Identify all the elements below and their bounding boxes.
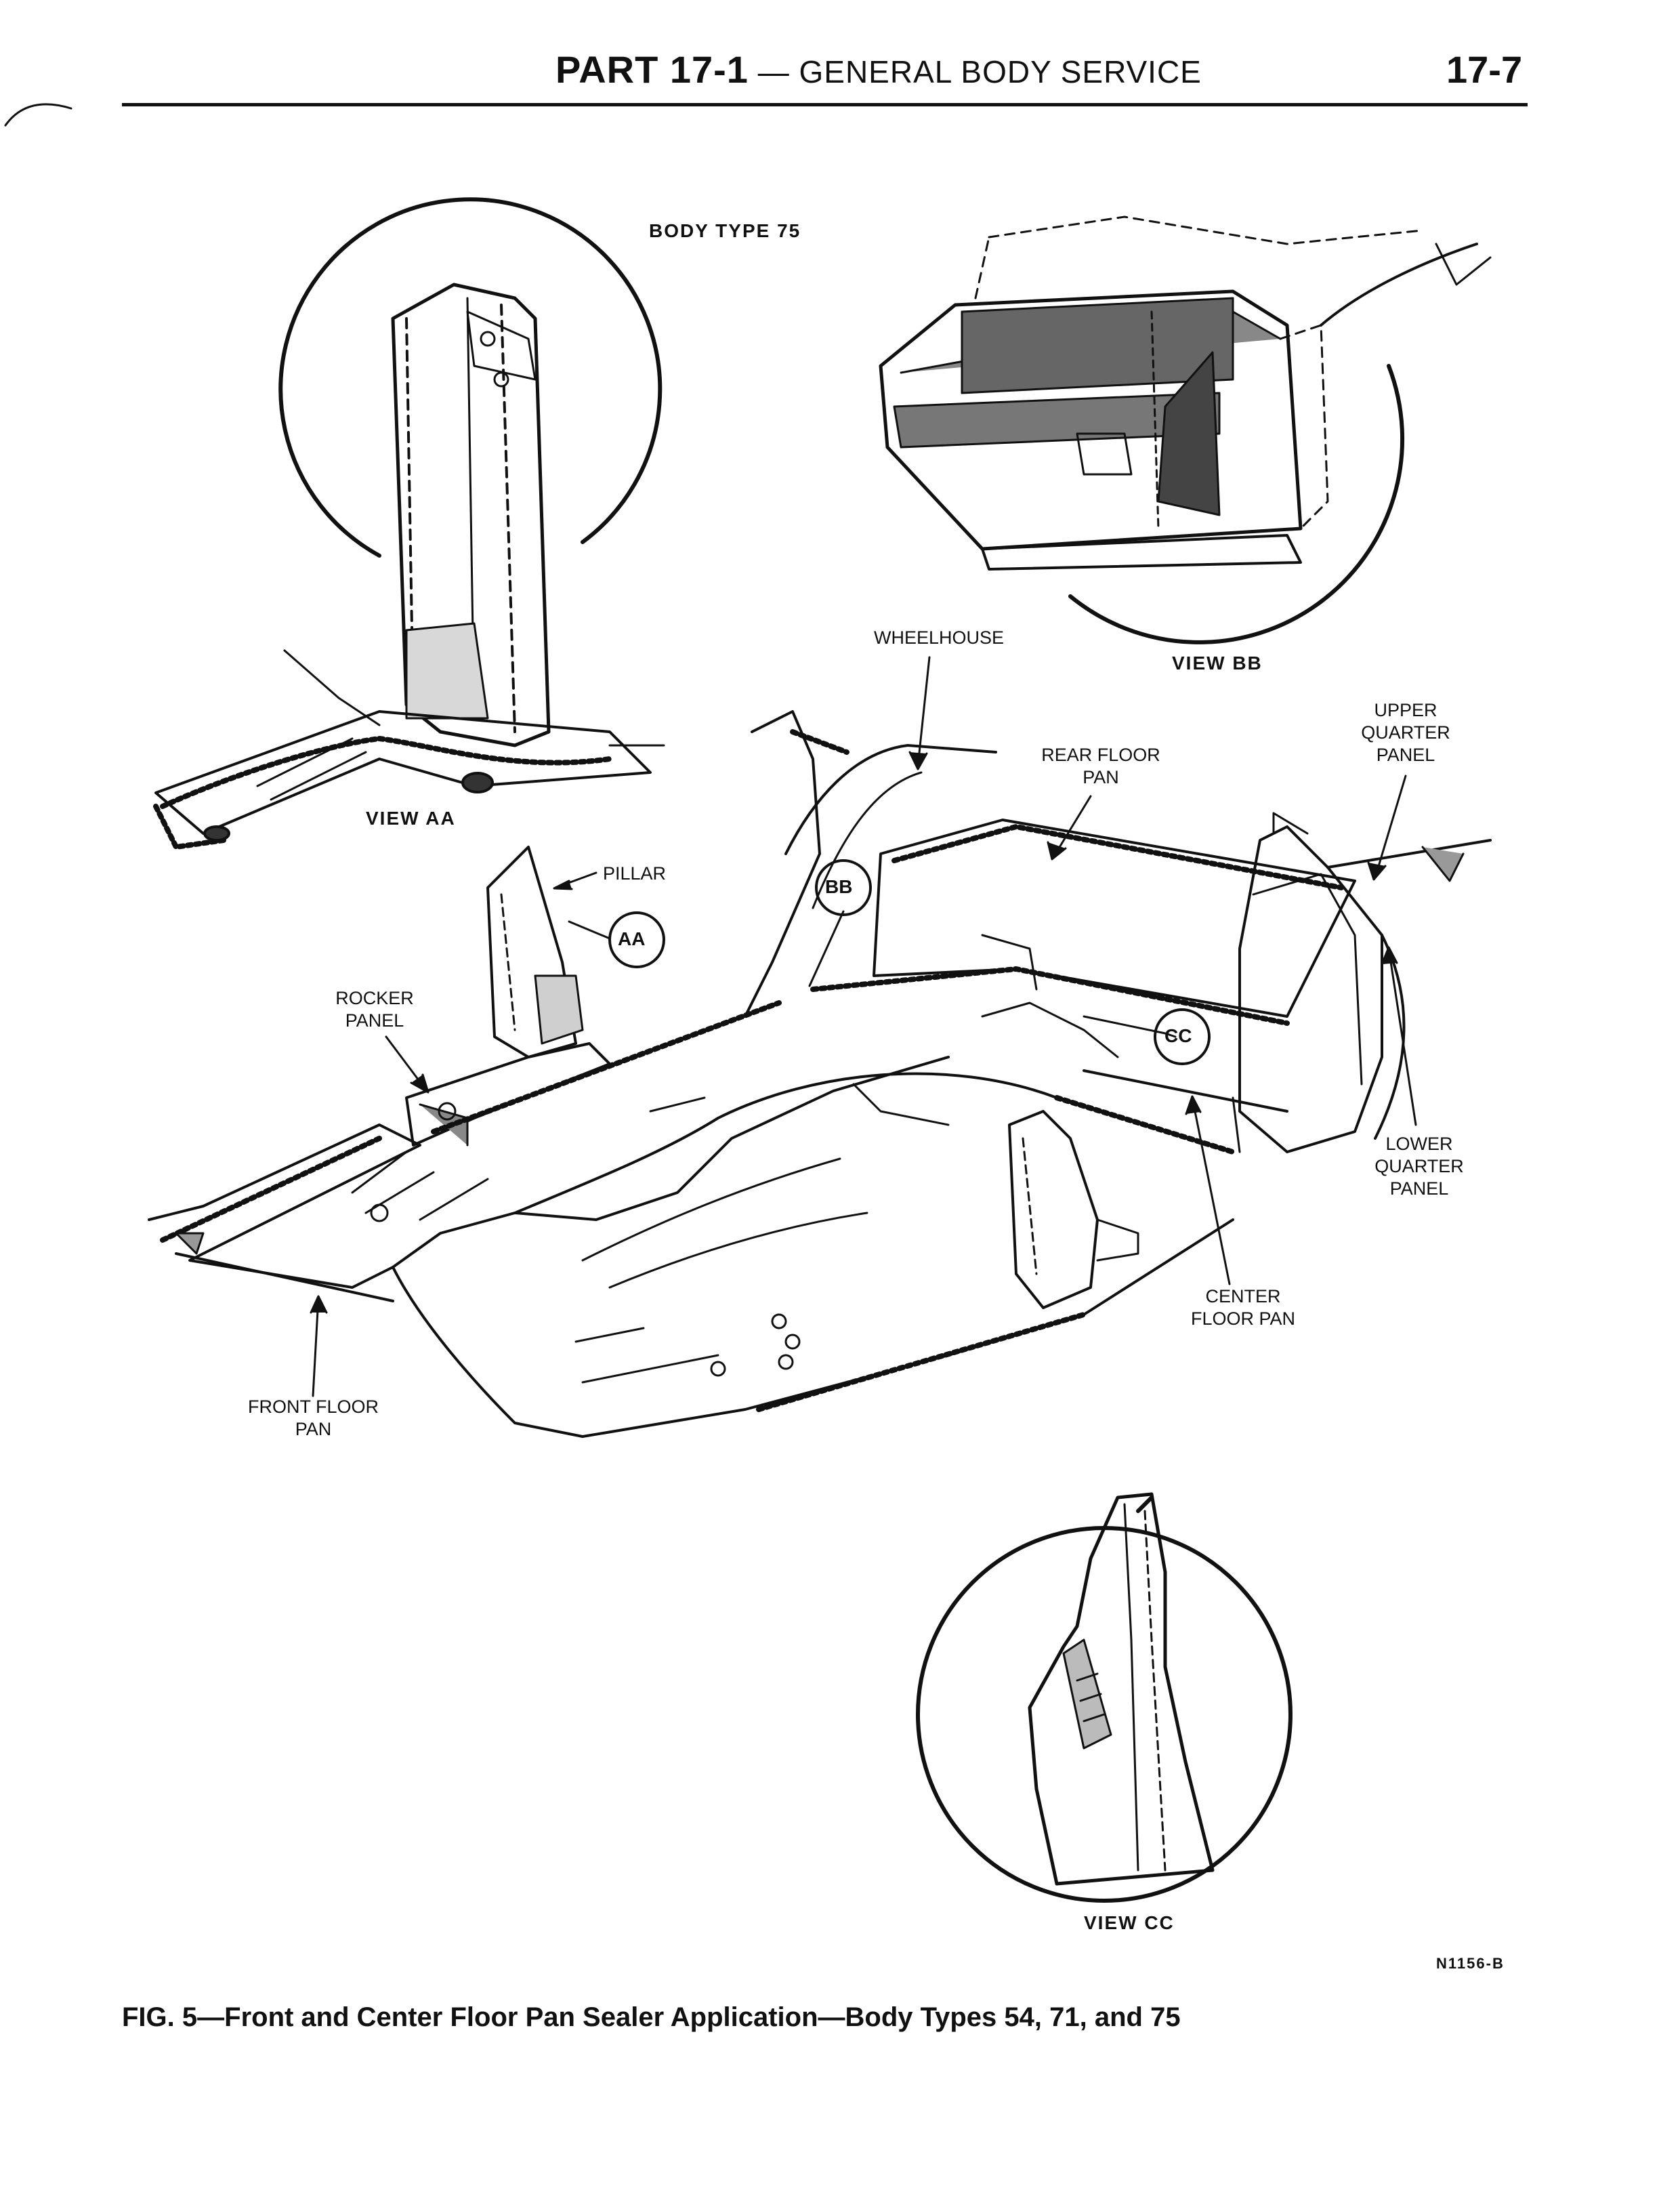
view-bb-detail	[879, 215, 1492, 644]
center-floor-pan-label: CENTER FLOOR PAN	[1190, 1286, 1296, 1329]
header-part-title: PART 17-1 — GENERAL BODY SERVICE	[555, 47, 1202, 91]
section-title: GENERAL BODY SERVICE	[799, 54, 1202, 89]
pillar-label: PILLAR	[603, 863, 667, 884]
callout-circles	[608, 859, 1211, 1065]
front-floor-pan-label: FRONT FLOOR PAN	[247, 1397, 379, 1439]
upper-quarter-panel-label: UPPER QUARTER PANEL	[1361, 700, 1450, 765]
view-aa-detail	[153, 197, 665, 850]
view-aa-label: VIEW AA	[366, 808, 456, 829]
header-rule	[122, 103, 1528, 106]
view-cc-label: VIEW CC	[1084, 1912, 1175, 1933]
callout-circle-cc	[1154, 1008, 1211, 1065]
page-number: 17-7	[1446, 48, 1523, 91]
callout-circle-bb	[815, 859, 872, 916]
dash-separator: —	[748, 54, 799, 89]
rear-floor-pan-label: REAR FLOOR PAN	[1041, 745, 1160, 787]
callout-aa: AA	[618, 928, 646, 949]
callout-circle-aa	[608, 911, 665, 968]
callout-bb: BB	[825, 876, 853, 897]
figure-caption: FIG. 5—Front and Center Floor Pan Sealer…	[122, 2002, 1181, 2032]
view-cc-detail	[916, 1492, 1293, 1903]
rocker-panel-label: ROCKER PANEL	[335, 988, 414, 1031]
main-floor-assembly	[148, 710, 1492, 1438]
part-label: PART 17-1	[555, 48, 749, 91]
leader-lines	[310, 656, 1417, 1397]
lower-quarter-panel-label: LOWER QUARTER PANEL	[1374, 1134, 1464, 1199]
view-bb-label: VIEW BB	[1172, 653, 1263, 674]
wheelhouse-label: WHEELHOUSE	[874, 627, 1005, 648]
callout-cc: CC	[1164, 1025, 1192, 1046]
drawing-code: N1156-B	[1436, 1955, 1505, 1972]
page-corner-mark	[4, 103, 72, 127]
body-type-label: BODY TYPE 75	[649, 220, 801, 241]
